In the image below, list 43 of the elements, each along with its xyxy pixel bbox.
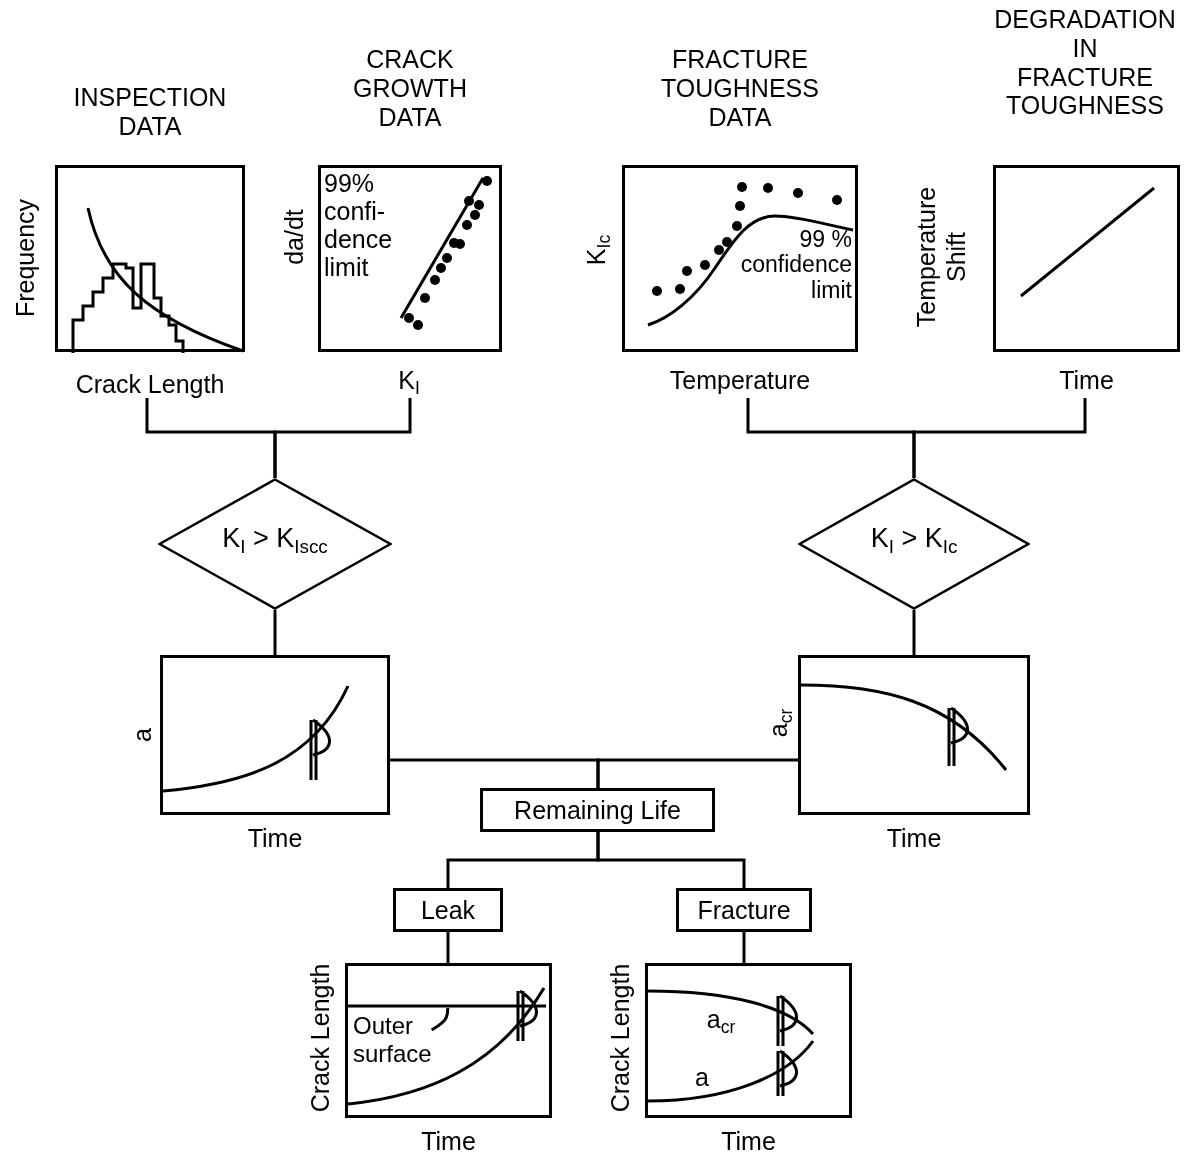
leader-line [430,1008,450,1032]
connector-line [273,610,277,655]
condition-label: K$_{I}$ > K$_{Ic}$ [869,522,959,555]
axis-label: a [127,727,157,744]
axis-label: Time [1058,365,1115,395]
plot-frame [645,963,852,1118]
decision-diamond [158,478,392,610]
connector-line [273,398,412,478]
chart-title: FRACTURE TOUGHNESS DATA [660,45,820,132]
axis-label: Time [720,1126,777,1156]
connector-line [596,758,798,788]
plot-frame [345,963,552,1118]
chart-title: CRACK GROWTH DATA [352,45,468,132]
axis-label: Crack Length [605,962,635,1115]
axis-label: Temperature [668,365,812,395]
curve-label: 99 % confidence limit [739,227,852,303]
decision-diamond [798,478,1030,610]
connector-line [912,610,916,655]
condition-label: K$_{I}$ > K$_{Iscc}$ [221,522,329,555]
curve-label: Outer surface [353,1012,432,1068]
connector-line [596,832,746,888]
curve-label: 99% confi- dence limit [324,169,394,281]
axis-label: Frequency [10,197,40,320]
axis-label: Time [420,1126,477,1156]
outcome-box: Fracture [676,888,812,932]
axis-label: da/dt [279,208,309,267]
curve-label: a [694,1062,710,1092]
axis-label: Temperature Shift [911,185,971,330]
axis-label: Crack Length [74,369,226,399]
axis-label: Time [885,823,943,853]
connector-line [912,398,1087,478]
plot-frame [160,655,390,815]
outcome-box: Remaining Life [480,788,715,832]
axis-label: Crack Length [305,962,335,1115]
outcome-box: Leak [393,888,503,932]
axis-label: K$_{I}$ [397,365,421,395]
curve-label: a$_{cr}$ [705,1004,737,1034]
plot-frame [798,655,1030,815]
connector-line [446,932,450,963]
connector-line [742,932,746,963]
axis-label: Time [246,823,304,853]
chart-title: INSPECTION DATA [72,83,228,141]
chart-title: DEGRADATION IN FRACTURE TOUGHNESS [993,5,1177,120]
